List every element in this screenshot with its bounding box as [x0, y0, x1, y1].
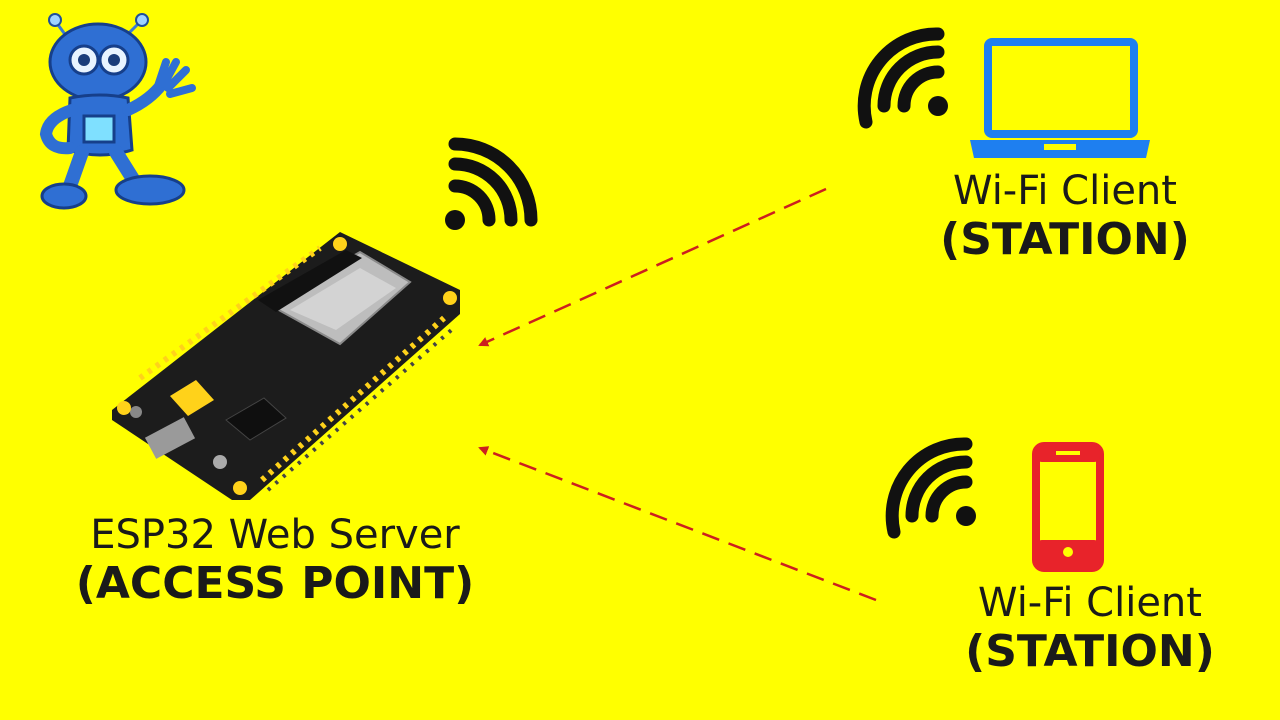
access-point-title: ESP32 Web Server	[90, 512, 460, 558]
robot-mascot-icon	[39, 13, 196, 210]
arrow-laptop-to-ap	[478, 187, 827, 347]
wifi-signal-icon	[857, 27, 948, 129]
station-phone-title: Wi-Fi Client	[978, 580, 1202, 626]
smartphone-icon	[1032, 442, 1104, 572]
station-phone-label: Wi-Fi Client (STATION)	[945, 580, 1235, 677]
wifi-signal-icon	[445, 137, 538, 230]
station-laptop-role: (STATION)	[940, 214, 1190, 265]
access-point-label: ESP32 Web Server (ACCESS POINT)	[60, 512, 490, 609]
access-point-role: (ACCESS POINT)	[75, 558, 475, 609]
esp32-board-icon	[112, 232, 460, 500]
station-laptop-label: Wi-Fi Client (STATION)	[920, 168, 1210, 265]
station-laptop-title: Wi-Fi Client	[953, 168, 1177, 214]
arrow-phone-to-ap	[478, 446, 877, 602]
laptop-icon	[970, 38, 1150, 158]
station-phone-role: (STATION)	[965, 626, 1215, 677]
wifi-signal-icon	[885, 437, 976, 539]
